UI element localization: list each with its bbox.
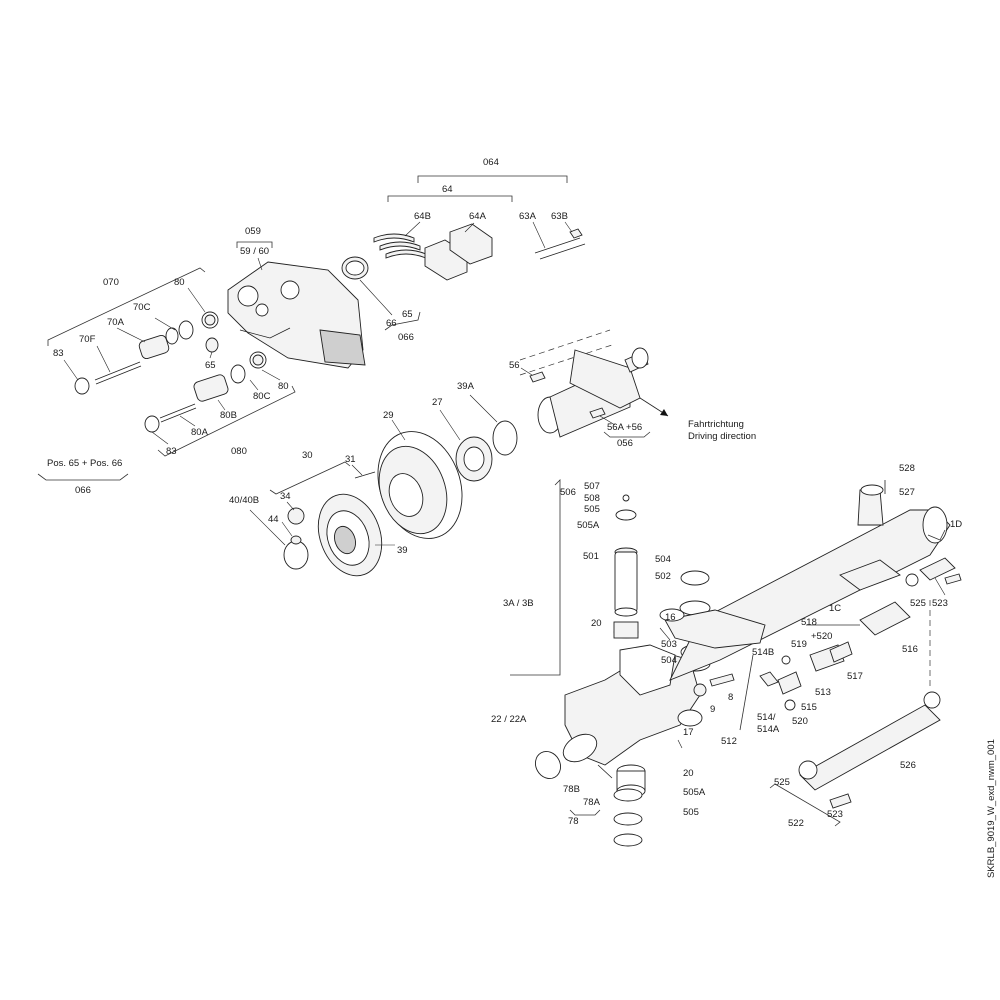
label-505A-lower: 505A bbox=[683, 787, 706, 798]
label-27: 27 bbox=[432, 397, 443, 408]
label-63B: 63B bbox=[551, 211, 568, 222]
brake-chamber-bracket-group bbox=[519, 329, 669, 438]
brake-pads-group bbox=[373, 175, 586, 281]
label-059: 059 bbox=[245, 226, 261, 237]
label-70C: 70C bbox=[133, 302, 151, 313]
label-65-right: 65 bbox=[402, 309, 413, 320]
label-80-lower: 80 bbox=[278, 381, 289, 392]
label-39A: 39A bbox=[457, 381, 475, 392]
label-59-60: 59 / 60 bbox=[240, 246, 269, 257]
label-66: 66 bbox=[386, 318, 397, 329]
label-driving-direction: Driving direction bbox=[688, 431, 756, 442]
label-517: 517 bbox=[847, 671, 863, 682]
label-522: 522 bbox=[788, 818, 804, 829]
label-20-lower: 20 bbox=[683, 768, 694, 779]
label-514B: 514B bbox=[752, 647, 774, 658]
label-502: 502 bbox=[655, 571, 671, 582]
label-64A: 64A bbox=[469, 211, 487, 222]
label-501: 501 bbox=[583, 551, 599, 562]
label-34: 34 bbox=[280, 491, 291, 502]
pos-bracket bbox=[37, 473, 129, 481]
label-526: 526 bbox=[900, 760, 916, 771]
part-labels: 064 64 64B 64A 63A 63B 059 59 / 60 070 8… bbox=[47, 157, 997, 878]
label-525-lower: 525 bbox=[774, 777, 790, 788]
label-516: 516 bbox=[902, 644, 918, 655]
label-30: 30 bbox=[302, 450, 313, 461]
label-8: 8 bbox=[728, 692, 733, 703]
label-505-lower: 505 bbox=[683, 807, 699, 818]
label-528: 528 bbox=[899, 463, 915, 474]
label-pos-65-66: Pos. 65 + Pos. 66 bbox=[47, 458, 122, 469]
label-78B: 78B bbox=[563, 784, 580, 795]
guide-pin-lower-group bbox=[144, 337, 296, 457]
label-505A-top: 505A bbox=[577, 520, 600, 531]
label-505-top: 505 bbox=[584, 504, 600, 515]
label-83-upper: 83 bbox=[53, 348, 64, 359]
label-070: 070 bbox=[103, 277, 119, 288]
label-523-lower: 523 bbox=[827, 809, 843, 820]
axle-beam-group bbox=[659, 480, 962, 690]
label-520: 520 bbox=[792, 716, 808, 727]
label-056: 056 bbox=[617, 438, 633, 449]
label-fahrtrichtung: Fahrtrichtung bbox=[688, 419, 744, 430]
label-512: 512 bbox=[721, 736, 737, 747]
tie-rod-group bbox=[739, 624, 941, 827]
label-70F: 70F bbox=[79, 334, 96, 345]
label-83-lower: 83 bbox=[166, 446, 177, 457]
label-519: 519 bbox=[791, 639, 807, 650]
label-508: 508 bbox=[584, 493, 600, 504]
label-507: 507 bbox=[584, 481, 600, 492]
label-518: 518 bbox=[801, 617, 817, 628]
label-066-bottom: 066 bbox=[75, 485, 91, 496]
label-527: 527 bbox=[899, 487, 915, 498]
label-066-top: 066 bbox=[398, 332, 414, 343]
label-513: 513 bbox=[815, 687, 831, 698]
disc-hub-group bbox=[377, 394, 518, 539]
label-44: 44 bbox=[268, 514, 279, 525]
label-63A: 63A bbox=[519, 211, 537, 222]
label-3A-3B: 3A / 3B bbox=[503, 598, 534, 609]
hub-assembly-group bbox=[249, 461, 395, 577]
label-1D: 1D bbox=[950, 519, 962, 530]
label-503: 503 bbox=[661, 639, 677, 650]
label-80-upper: 80 bbox=[174, 277, 185, 288]
label-20-upper: 20 bbox=[591, 618, 602, 629]
label-39: 39 bbox=[397, 545, 408, 556]
label-514A: 514A bbox=[757, 724, 780, 735]
label-70A: 70A bbox=[107, 317, 125, 328]
label-78A: 78A bbox=[583, 797, 601, 808]
label-506: 506 bbox=[560, 487, 576, 498]
label-1C: 1C bbox=[829, 603, 841, 614]
kingpin-group bbox=[510, 479, 735, 847]
label-29: 29 bbox=[383, 410, 394, 421]
label-515: 515 bbox=[801, 702, 817, 713]
label-504-lower: 504 bbox=[661, 655, 677, 666]
label-31: 31 bbox=[345, 454, 356, 465]
label-514: 514/ bbox=[757, 712, 776, 723]
label-plus-520: +520 bbox=[811, 631, 832, 642]
guide-pin-upper-group bbox=[47, 267, 219, 395]
label-64: 64 bbox=[442, 184, 453, 195]
label-9: 9 bbox=[710, 704, 715, 715]
label-80B: 80B bbox=[220, 410, 237, 421]
label-78: 78 bbox=[568, 816, 579, 827]
label-17: 17 bbox=[683, 727, 694, 738]
label-525-upper: 525 bbox=[910, 598, 926, 609]
label-22-22A: 22 / 22A bbox=[491, 714, 527, 725]
label-80C: 80C bbox=[253, 391, 271, 402]
label-064: 064 bbox=[483, 157, 499, 168]
label-64B: 64B bbox=[414, 211, 431, 222]
label-56: 56 bbox=[509, 360, 520, 371]
label-56A-56: 56A +56 bbox=[607, 422, 642, 433]
label-523-upper: 523 bbox=[932, 598, 948, 609]
label-80A: 80A bbox=[191, 427, 209, 438]
label-65-left: 65 bbox=[205, 360, 216, 371]
label-080: 080 bbox=[231, 446, 247, 457]
label-504-top: 504 bbox=[655, 554, 671, 565]
label-40-40B: 40/40B bbox=[229, 495, 259, 506]
caliper-group bbox=[227, 241, 421, 369]
drawing-id: SKRLB_9019_W_exd_nwm_001 bbox=[986, 739, 997, 878]
label-16: 16 bbox=[665, 612, 676, 623]
